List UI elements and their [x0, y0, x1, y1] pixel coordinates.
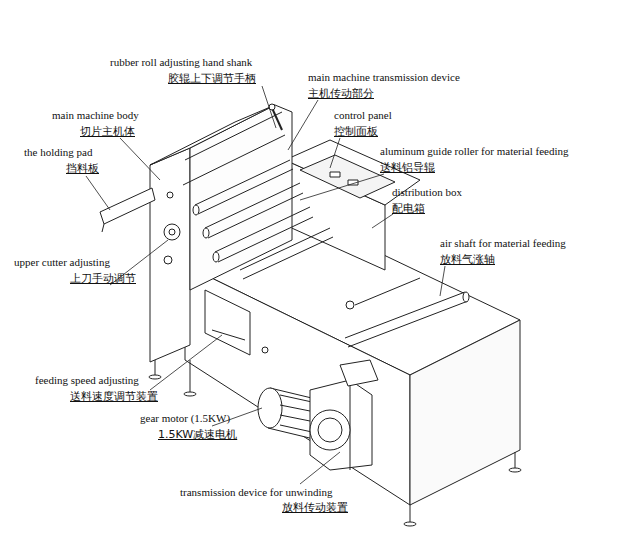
part-name-zh: 胶辊上下调节手柄 [168, 72, 256, 85]
part-name-zh: 主机传动部分 [308, 87, 374, 100]
part-name-zh: 送料铝导辊 [380, 161, 435, 174]
part-name-zh: 送料速度调节装置 [70, 390, 158, 403]
part-name: aluminum guide roller for material feedi… [380, 145, 568, 158]
part-name-zh: 上刀手动调节 [70, 272, 136, 285]
part-name-zh: 挡料板 [66, 162, 99, 175]
part-name: rubber roll adjusting hand shank [110, 56, 252, 69]
part-name-zh: 1.5KW减速电机 [158, 428, 237, 441]
part-name: transmission device for unwinding [180, 486, 332, 499]
part-name: feeding speed adjusting [35, 374, 139, 387]
part-name: upper cutter adjusting [14, 256, 110, 269]
part-name: main machine transmission device [308, 71, 460, 84]
part-name-zh: 放料传动装置 [282, 501, 348, 514]
part-name: gear motor (1.5KW) [140, 412, 230, 425]
part-name-zh: 切片主机体 [80, 125, 135, 138]
part-name: main machine body [52, 109, 139, 122]
part-name: distribution box [392, 186, 462, 199]
part-name-zh: 配电箱 [392, 202, 425, 215]
part-name: control panel [334, 109, 392, 122]
part-name-zh: 控制面板 [334, 125, 378, 138]
part-name: air shaft for material feeding [440, 237, 566, 250]
part-name: the holding pad [24, 146, 92, 159]
part-name-zh: 放料气涨轴 [440, 253, 495, 266]
